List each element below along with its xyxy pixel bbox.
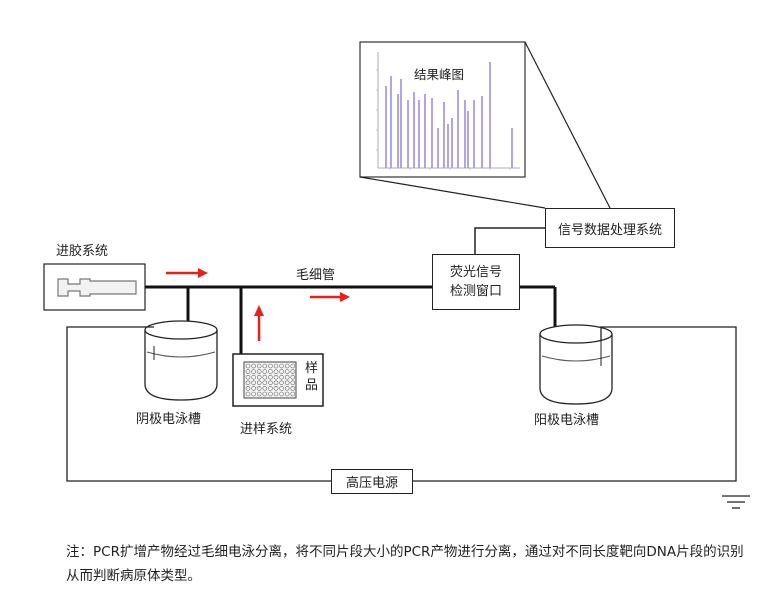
plate-well [251, 369, 256, 374]
plate-well [273, 386, 279, 391]
anode-tank [539, 324, 613, 405]
plate-well [262, 391, 268, 397]
plate-well [279, 391, 284, 397]
plate-well [268, 391, 273, 397]
plate-well [279, 374, 284, 380]
plate-well [245, 369, 251, 374]
plate-well [268, 363, 273, 369]
plate-well [256, 380, 262, 386]
plate-well [284, 386, 290, 391]
plate-well [245, 363, 251, 369]
plate-well [279, 369, 284, 374]
plate-well [273, 391, 279, 397]
plate-well [284, 380, 290, 386]
plate-well [256, 391, 262, 397]
plate-well [262, 374, 268, 380]
sample-label: 样品 [305, 361, 319, 393]
footnote: 注：PCR扩增产物经过毛细电泳分离，将不同片段大小的PCR产物进行分离，通过对不… [66, 544, 744, 584]
plate-well [279, 380, 284, 386]
plate-well [284, 363, 290, 369]
plate-well [279, 386, 284, 391]
power-circuit [66, 326, 737, 482]
plate-well [262, 363, 268, 369]
plate-well [273, 374, 279, 380]
plate-well [290, 386, 296, 391]
plate-well [268, 380, 273, 386]
plate-well [245, 391, 251, 397]
plate-well [251, 374, 256, 380]
result-chart-inset [359, 41, 526, 178]
result-chart-title: 结果峰图 [414, 67, 465, 82]
plate-well [273, 363, 279, 369]
gel-injection-label: 进胶系统 [56, 244, 109, 259]
anode-tank-label: 阳极电泳槽 [534, 413, 600, 428]
plate-well [251, 380, 256, 386]
plate-well [284, 391, 290, 397]
plate-well [273, 369, 279, 374]
power-supply-box: 高压电源 [331, 469, 413, 494]
plate-well [290, 391, 296, 397]
plate-well [279, 363, 284, 369]
plate-well [284, 369, 290, 374]
signal-processing-box: 信号数据处理系统 [545, 208, 675, 248]
plate-well [251, 363, 256, 369]
cathode-tank [144, 320, 218, 401]
plate-well [262, 380, 268, 386]
plate-well [290, 369, 296, 374]
plate-well [290, 380, 296, 386]
plate-well [256, 363, 262, 369]
plate-well [256, 374, 262, 380]
plate-well [262, 386, 268, 391]
plate-well [290, 363, 296, 369]
plate-well [268, 369, 273, 374]
plate-well [256, 369, 262, 374]
syringe-icon [43, 263, 146, 311]
sampling-plate [232, 353, 324, 407]
plate-well [268, 374, 273, 380]
callout-line-left [359, 176, 546, 209]
callout-line-right [524, 41, 611, 209]
plate-well [262, 369, 268, 374]
plate-well [251, 386, 256, 391]
flow-arrows [166, 268, 350, 341]
plate-well [273, 380, 279, 386]
plate-well [245, 380, 251, 386]
chart-peaks [385, 62, 513, 168]
ground-icon [722, 495, 750, 509]
plate-well [245, 386, 251, 391]
cathode-tank-label: 阴极电泳槽 [136, 412, 202, 427]
signal-connector [474, 227, 545, 254]
plate-well [290, 374, 296, 380]
plate-well [284, 374, 290, 380]
plate-well [256, 386, 262, 391]
plate-well [245, 374, 251, 380]
plate-well [268, 386, 273, 391]
plate-well [251, 391, 256, 397]
fluorescence-detection-window: 荧光信号检测窗口 [432, 254, 520, 310]
sampling-system-label: 进样系统 [240, 422, 293, 437]
capillary-label: 毛细管 [296, 268, 336, 283]
